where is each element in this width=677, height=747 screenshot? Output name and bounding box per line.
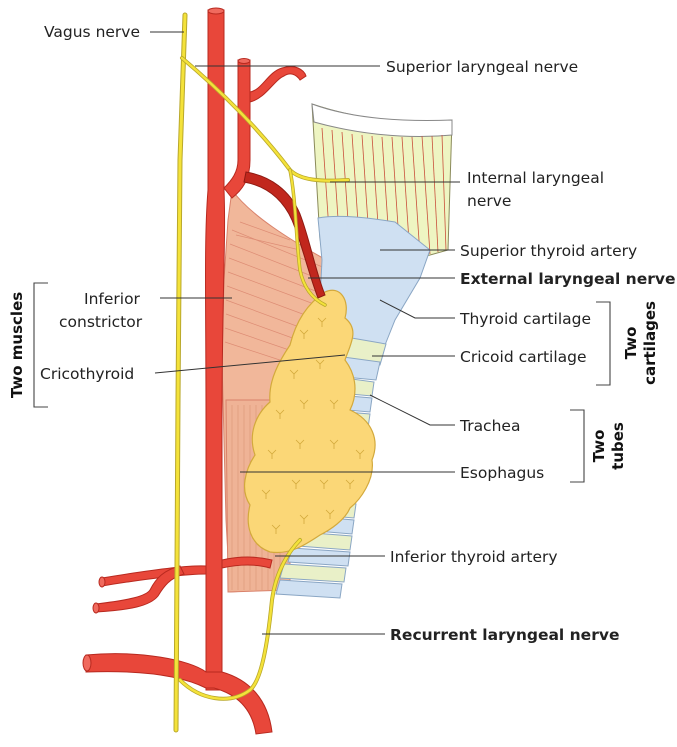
label-inferior-constrictor-2: constrictor <box>59 313 143 331</box>
two-cartilages-bracket <box>596 302 610 385</box>
two-muscles-bracket <box>34 283 48 407</box>
two-tubes-bracket <box>570 410 584 482</box>
group-two-tubes-2: tubes <box>609 422 627 470</box>
label-cricoid-cartilage: Cricoid cartilage <box>460 348 587 366</box>
label-internal-laryngeal-nerve-2: nerve <box>467 192 511 210</box>
label-esophagus: Esophagus <box>460 464 544 482</box>
label-vagus-nerve: Vagus nerve <box>44 23 140 41</box>
label-inferior-constrictor-1: Inferior <box>84 290 141 308</box>
group-two-cartilages-2: cartilages <box>641 301 659 385</box>
group-two-muscles: Two muscles <box>8 292 26 398</box>
vagus-nerve <box>176 15 185 730</box>
label-internal-laryngeal-nerve-1: Internal laryngeal <box>467 169 604 187</box>
label-inferior-thyroid-artery: Inferior thyroid artery <box>390 548 558 566</box>
label-thyroid-cartilage: Thyroid cartilage <box>459 310 591 328</box>
label-superior-laryngeal-nerve: Superior laryngeal nerve <box>386 58 578 76</box>
label-external-laryngeal-nerve: External laryngeal nerve <box>460 270 676 288</box>
label-cricothyroid: Cricothyroid <box>40 365 134 383</box>
group-two-tubes-1: Two <box>590 430 608 463</box>
label-recurrent-laryngeal-nerve: Recurrent laryngeal nerve <box>390 626 619 644</box>
label-trachea: Trachea <box>459 417 520 435</box>
label-superior-thyroid-artery: Superior thyroid artery <box>460 242 637 260</box>
group-two-cartilages-1: Two <box>622 327 640 360</box>
